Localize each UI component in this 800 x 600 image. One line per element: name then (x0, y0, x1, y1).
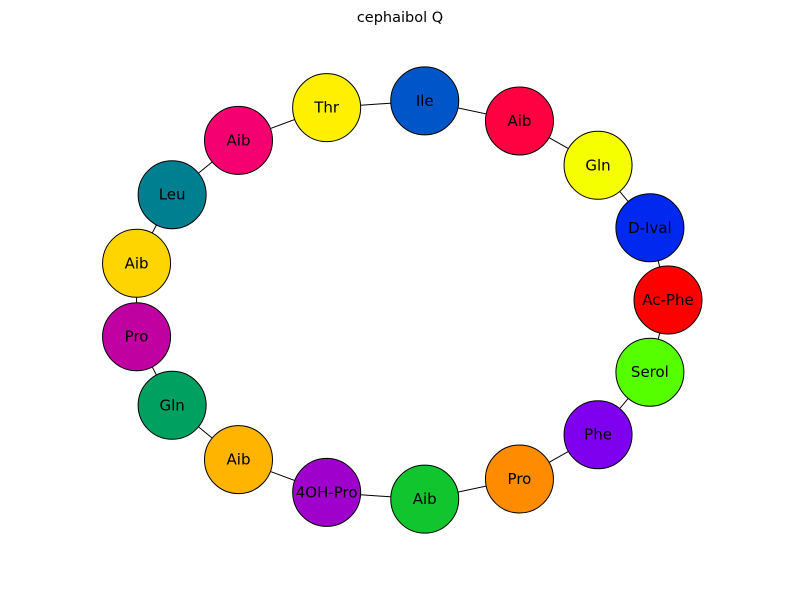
residue-node: Aib (390, 464, 460, 534)
residue-node: Gln (137, 370, 207, 440)
residue-circle (203, 425, 273, 495)
residue-label: D-Ival (628, 219, 672, 237)
residue-label: Gln (585, 156, 610, 174)
residue-circle (390, 66, 460, 136)
residue-label: Gln (159, 396, 184, 414)
residue-node: D-Ival (615, 193, 685, 263)
residue-node: Gln (563, 130, 633, 200)
residue-circle (137, 160, 207, 230)
residue-circle (563, 130, 633, 200)
residue-circle (102, 228, 172, 298)
residue-node: Phe (563, 400, 633, 470)
residue-circle (615, 337, 685, 407)
residue-node: 4OH-Pro (292, 457, 362, 527)
residue-circle (292, 73, 362, 143)
residue-label: Aib (227, 451, 251, 469)
residue-label: Serol (631, 363, 669, 381)
residue-node: Serol (615, 337, 685, 407)
residue-label: Phe (584, 426, 612, 444)
residue-circle (102, 302, 172, 372)
residue-circle (203, 105, 273, 175)
residue-node: Aib (203, 425, 273, 495)
residue-circle (390, 464, 460, 534)
residue-circle (563, 400, 633, 470)
residue-node: Pro (484, 444, 554, 514)
residue-label: 4OH-Pro (296, 483, 358, 501)
residue-node: Thr (292, 73, 362, 143)
residue-circle (615, 193, 685, 263)
residue-label: Aib (413, 490, 437, 508)
residue-circle (484, 444, 554, 514)
residue-label: Aib (125, 254, 149, 272)
residue-label: Leu (159, 186, 186, 204)
residue-label: Ac-Phe (642, 291, 693, 309)
residue-circle (292, 457, 362, 527)
residue-node: Leu (137, 160, 207, 230)
page-title: cephaibol Q (356, 10, 444, 26)
residue-label: Pro (125, 328, 149, 346)
residue-label: Ile (416, 92, 434, 110)
residue-node: Aib (102, 228, 172, 298)
residue-node: Pro (102, 302, 172, 372)
residue-label: Aib (227, 131, 251, 149)
residue-circle (137, 370, 207, 440)
residue-nodes: Ac-PheSerolPheProAib4OH-ProAibGlnProAibL… (102, 66, 703, 534)
residue-node: Aib (484, 86, 554, 156)
residue-circle (633, 265, 703, 335)
residue-node: Ile (390, 66, 460, 136)
residue-circle (484, 86, 554, 156)
residue-label: Aib (507, 112, 531, 130)
residue-node: Ac-Phe (633, 265, 703, 335)
residue-label: Thr (313, 99, 340, 117)
residue-node: Aib (203, 105, 273, 175)
residue-label: Pro (508, 470, 532, 488)
